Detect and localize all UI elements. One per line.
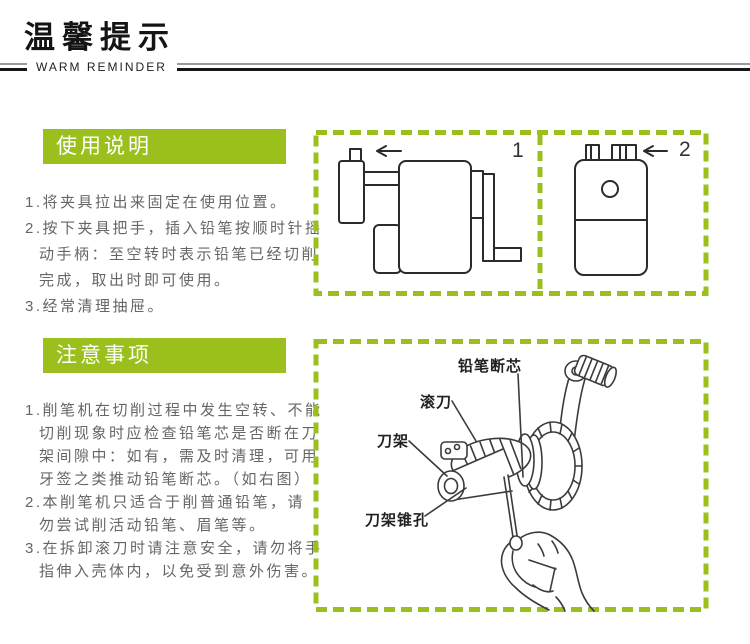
usage-line: 完成，取出时即可使用。 xyxy=(39,272,232,289)
top-knob-left xyxy=(585,144,600,161)
figure-1-number: 1 xyxy=(512,139,524,162)
header-divider: WARM REMINDER xyxy=(0,60,750,74)
usage-instructions: 1.将夹具拉出来固定在使用位置。 2.按下夹具把手，插入铅笔按顺时针摇 动手柄：… xyxy=(25,190,323,320)
notice-line: 2.本削笔机只适合于削普通铅笔，请 xyxy=(25,494,306,511)
dashed-border xyxy=(313,339,709,612)
clamp xyxy=(338,160,365,224)
shavings-drawer xyxy=(373,224,402,274)
leader-taper-hole xyxy=(424,487,467,517)
notice-section-ribbon: 注意事项 xyxy=(43,338,286,373)
crank-grip xyxy=(573,354,617,388)
figure-2-sharpener-front-view xyxy=(574,144,668,276)
notice-line: 勿尝试削活动铅笔、眉笔等。 xyxy=(39,517,267,534)
toothpick xyxy=(503,474,519,545)
divider-line-left xyxy=(0,63,27,71)
leader-cutter-holder xyxy=(408,440,448,477)
sharpener-body xyxy=(398,160,472,274)
usage-section-ribbon: 使用说明 xyxy=(43,129,286,164)
usage-line: 2.按下夹具把手，插入铅笔按顺时针摇 xyxy=(25,220,323,237)
pinching-fingertip xyxy=(509,535,523,551)
sharpener-body-front xyxy=(574,159,648,276)
label-cutter-holder: 刀架 xyxy=(377,433,409,450)
notice-line: 指伸入壳体内，以免受到意外伤害。 xyxy=(39,563,320,580)
label-roller-cutter: 滚刀 xyxy=(420,393,452,411)
hand-drawing xyxy=(500,531,595,612)
label-holder-taper-hole: 刀架锥孔 xyxy=(365,511,429,529)
page-title: 温馨提示 xyxy=(24,20,176,56)
notice-line: 1.削笔机在切削过程中发生空转、不能 xyxy=(25,402,323,419)
leader-broken-lead xyxy=(517,373,524,478)
usage-line: 3.经常清理抽屉。 xyxy=(25,298,166,315)
notice-diagram-box: 铅笔断芯 滚刀 刀架 刀架锥孔 xyxy=(313,339,709,612)
pencil-hole xyxy=(601,180,619,198)
notice-line: 切削现象时应检查铅笔芯是否断在刀 xyxy=(39,425,320,442)
notice-line: 3.在拆卸滚刀时请注意安全，请勿将手 xyxy=(25,540,323,557)
label-broken-lead: 铅笔断芯 xyxy=(458,357,522,375)
notice-line: 架间隙中：如有，需及时清理，可用 xyxy=(39,448,320,465)
crank-grip xyxy=(493,247,522,262)
left-arrow-icon xyxy=(643,145,668,157)
cutter-assembly-drawing xyxy=(408,354,617,612)
clamp-rail xyxy=(363,171,400,186)
figure-1-sharpener-side-view xyxy=(338,145,522,274)
usage-figure-box: 1 2 xyxy=(313,130,709,296)
top-knob-right-detail xyxy=(619,144,627,161)
leader-roller-cutter xyxy=(451,400,477,442)
dashed-border xyxy=(313,130,709,296)
mounting-bracket xyxy=(440,441,468,460)
clamp-knob xyxy=(349,148,362,162)
left-arrow-icon xyxy=(376,145,402,157)
notice-instructions: 1.削笔机在切削过程中发生空转、不能 切削现象时应检查铅笔芯是否断在刀 架间隙中… xyxy=(25,399,323,583)
top-knob-right xyxy=(611,144,637,161)
warm-reminder-subtitle: WARM REMINDER xyxy=(36,60,167,74)
crank-arm xyxy=(482,173,495,262)
figure-2-number: 2 xyxy=(679,138,691,161)
notice-line: 牙签之类推动铅笔断芯。（如右图） xyxy=(39,471,312,488)
usage-line: 1.将夹具拉出来固定在使用位置。 xyxy=(25,194,288,211)
usage-line: 动手柄：至空转时表示铅笔已经切削 xyxy=(39,246,320,263)
crank-mount xyxy=(470,170,484,219)
divider-line-right xyxy=(176,63,750,71)
